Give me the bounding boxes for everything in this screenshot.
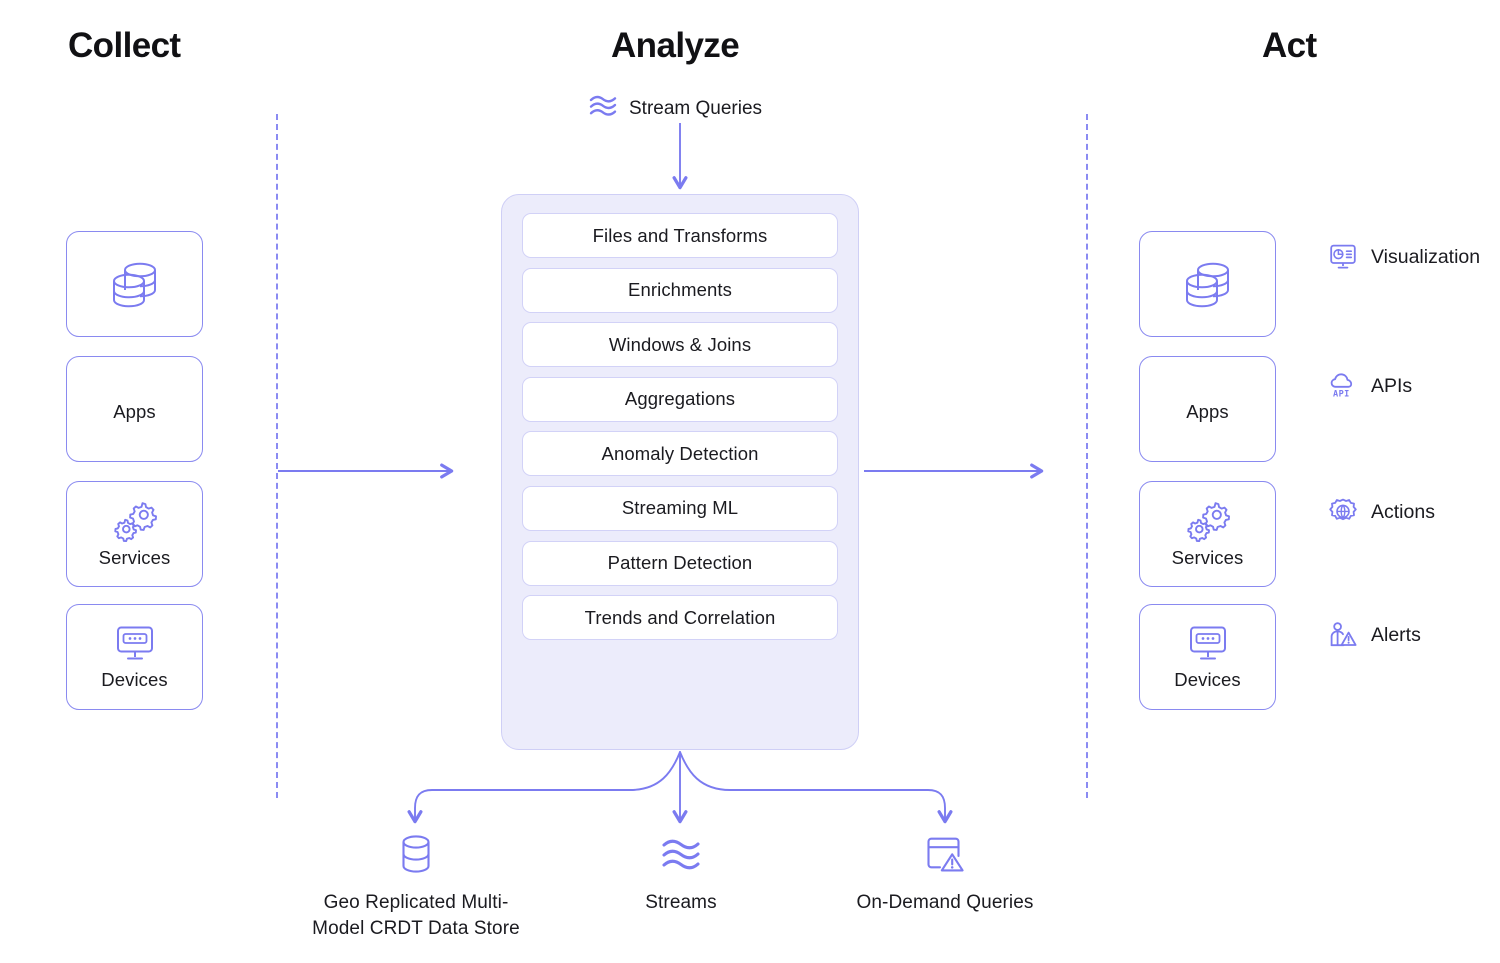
window-alert-icon: [830, 832, 1060, 878]
arrow-panel-to-ondemand: [679, 751, 953, 824]
cloud-api-icon: API: [1328, 371, 1358, 401]
act-card-devices[interactable]: Devices: [1139, 604, 1276, 710]
column-title-analyze: Analyze: [611, 26, 740, 65]
stage-item[interactable]: Files and Transforms: [522, 213, 838, 258]
legend-item-actions[interactable]: Actions: [1328, 497, 1435, 527]
output-node-label: Streams: [645, 892, 717, 913]
database-cylinder-icon: [301, 832, 531, 878]
act-card-database[interactable]: [1139, 231, 1276, 337]
stage-item[interactable]: Aggregations: [522, 376, 838, 422]
column-title-collect: Collect: [68, 26, 181, 65]
collect-card-label: Devices: [101, 668, 168, 690]
legend-label: Alerts: [1371, 623, 1421, 646]
legend-label: Actions: [1371, 500, 1435, 523]
database-stack-icon: [1179, 258, 1237, 310]
arrow-panel-to-datastore: [407, 751, 681, 824]
database-stack-icon: [106, 258, 164, 310]
stage-item[interactable]: Pattern Detection: [522, 540, 838, 586]
act-card-label: Apps: [1186, 400, 1229, 422]
collect-card-database[interactable]: [66, 231, 203, 337]
collect-card-label: Apps: [113, 400, 156, 422]
stream-waves-icon: [588, 93, 618, 124]
svg-text:API: API: [1333, 390, 1350, 400]
output-node-label: On-Demand Queries: [856, 892, 1034, 913]
output-node-label: Geo Replicated Multi-Model CRDT Data Sto…: [312, 892, 520, 940]
act-card-label: Devices: [1174, 668, 1241, 690]
divider-analyze-act: [1086, 114, 1088, 798]
legend-label: APIs: [1371, 374, 1413, 397]
stage-item[interactable]: Anomaly Detection: [522, 431, 838, 477]
monitor-icon: [113, 624, 157, 664]
legend-item-visualization[interactable]: Visualization: [1328, 242, 1480, 272]
collect-card-services[interactable]: Services: [66, 481, 203, 587]
act-card-label: Services: [1171, 546, 1244, 568]
gears-icon: [1185, 500, 1231, 542]
output-node-datastore[interactable]: Geo Replicated Multi-Model CRDT Data Sto…: [301, 832, 531, 942]
person-alert-icon: [1328, 620, 1358, 650]
gears-icon: [112, 500, 158, 542]
divider-collect-analyze: [276, 114, 278, 798]
legend-item-apis[interactable]: API APIs: [1328, 371, 1412, 401]
act-card-services[interactable]: Services: [1139, 481, 1276, 587]
legend-item-alerts[interactable]: Alerts: [1328, 620, 1421, 650]
analyze-pipeline-panel: Files and Transforms Enrichments Windows…: [501, 194, 859, 750]
monitor-icon: [1186, 624, 1230, 664]
stream-waves-icon: [566, 832, 796, 878]
stage-item[interactable]: Streaming ML: [522, 485, 838, 531]
legend-label: Visualization: [1371, 245, 1481, 268]
gear-globe-icon: [1328, 497, 1358, 527]
output-node-streams[interactable]: Streams: [566, 832, 796, 916]
stream-queries-input[interactable]: Stream Queries: [588, 93, 762, 124]
stream-queries-label: Stream Queries: [629, 97, 763, 119]
stage-item[interactable]: Windows & Joins: [522, 322, 838, 368]
monitor-chart-icon: [1328, 242, 1358, 272]
stage-item[interactable]: Enrichments: [522, 267, 838, 313]
collect-card-apps[interactable]: Apps: [66, 356, 203, 462]
output-node-ondemand-queries[interactable]: On-Demand Queries: [830, 832, 1060, 916]
stage-item[interactable]: Trends and Correlation: [522, 595, 838, 641]
collect-card-devices[interactable]: Devices: [66, 604, 203, 710]
column-title-act: Act: [1262, 26, 1317, 65]
collect-card-label: Services: [98, 546, 171, 568]
act-card-apps[interactable]: Apps: [1139, 356, 1276, 462]
